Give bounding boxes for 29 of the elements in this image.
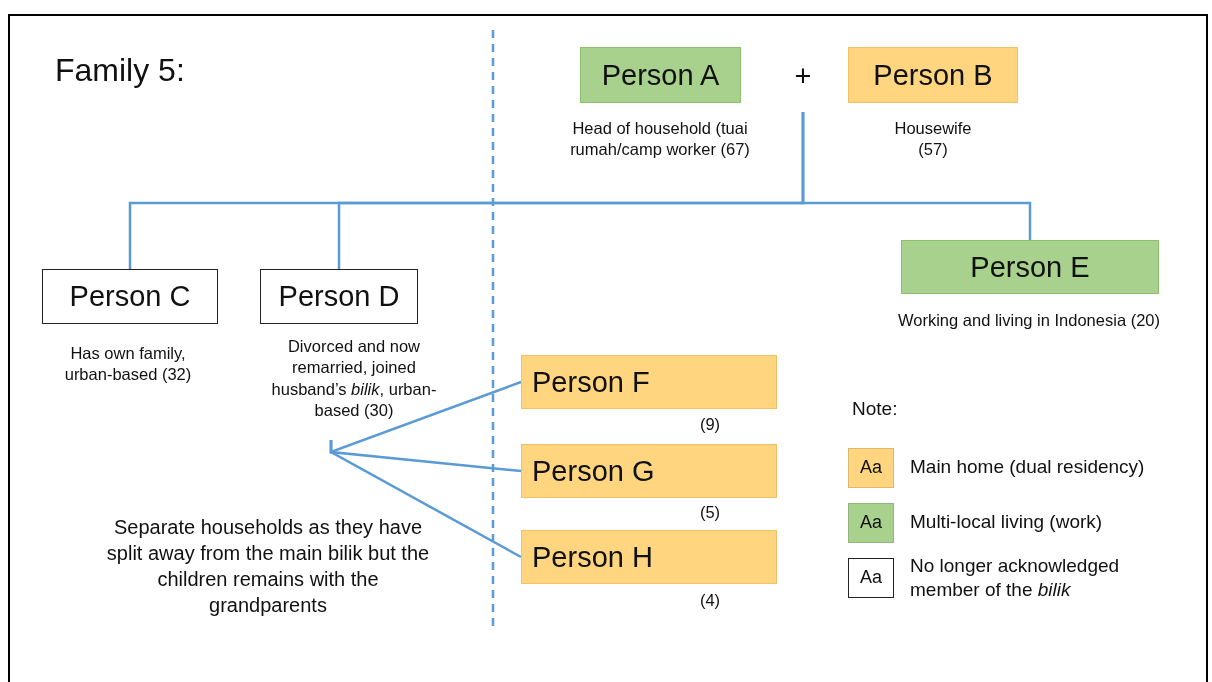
person-description: Divorced and now remarried, joined husband’s bilik, urban-based (30) [270, 336, 438, 422]
person-box: Person G [521, 444, 777, 498]
person-description: Housewife (57) [893, 118, 973, 161]
person-box: Person E [901, 240, 1159, 294]
swatch-sample-text: Aa [859, 511, 883, 534]
person-box: Person F [521, 355, 777, 409]
person-description: Working and living in Indonesia (20) [897, 310, 1161, 331]
family-line [329, 380, 522, 454]
legend-label: No longer acknowledged member of the bilik [910, 554, 1121, 602]
person-box: Person B [848, 47, 1018, 103]
person-box: Person C [42, 269, 218, 324]
person-box: Person D [260, 269, 418, 324]
family-line [801, 112, 1032, 240]
legend-label: Main home (dual residency) [910, 455, 1146, 479]
person-description: (9) [698, 414, 722, 435]
person-description: Has own family, urban-based (32) [63, 343, 193, 386]
person-box: Person A [580, 47, 741, 103]
swatch-sample-text: Aa [859, 566, 883, 589]
diagram-heading: Family 5: [55, 51, 186, 90]
person-description: (4) [698, 590, 722, 611]
legend-heading: Note: [852, 397, 899, 421]
person-description: (5) [698, 502, 722, 523]
plus-sign: + [785, 60, 821, 112]
note-text: Separate households as they have split away from the main bilik but the children remains with the grandparents [105, 515, 431, 618]
person-description: Head of household (tuai rumah/camp worker (67) [569, 118, 751, 161]
person-box: Person H [521, 530, 777, 584]
swatch-sample-text: Aa [859, 456, 883, 479]
family-line [329, 440, 522, 559]
legend-label: Multi-local living (work) [910, 510, 1104, 534]
